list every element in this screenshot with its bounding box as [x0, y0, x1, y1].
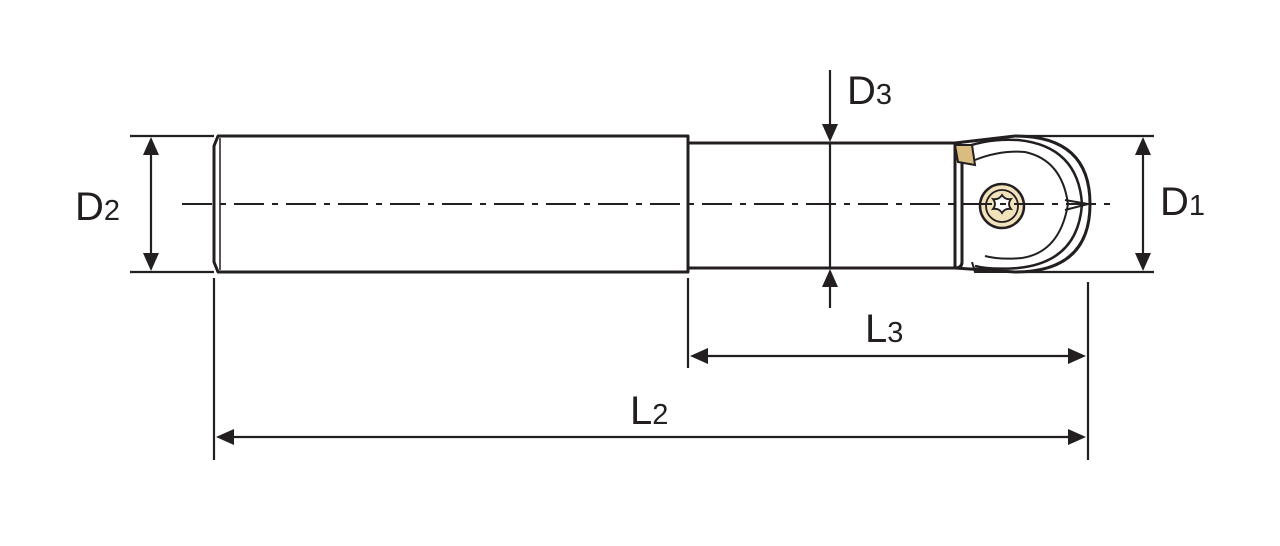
- d3-label: D3: [847, 69, 892, 113]
- shank: [212, 134, 690, 274]
- d2-dimension: [130, 134, 214, 274]
- l2-label: L2: [630, 389, 668, 433]
- d3-dimension: [822, 70, 838, 308]
- d2-label: D2: [75, 185, 120, 229]
- d1-dimension: [1015, 134, 1154, 274]
- l3-dimension: [686, 278, 1090, 460]
- neck: [686, 141, 964, 270]
- l2-dimension: [212, 278, 1086, 460]
- torx-screw-icon: [978, 182, 1026, 230]
- d1-label: D1: [1160, 180, 1205, 224]
- insert-notch-top: [953, 144, 977, 167]
- l3-label: L3: [865, 307, 903, 351]
- insert-notch-bottom: [971, 261, 1010, 273]
